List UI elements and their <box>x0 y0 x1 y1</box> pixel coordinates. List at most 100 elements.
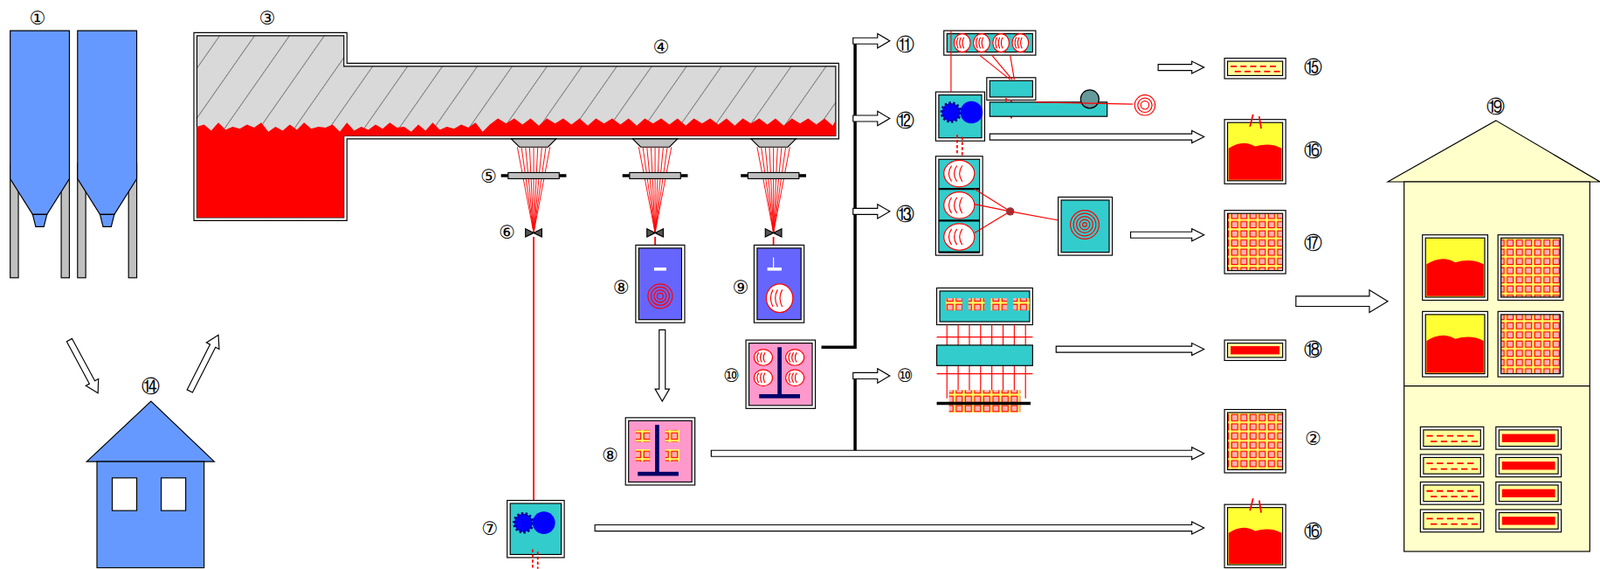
cake <box>953 34 971 53</box>
product-box <box>1422 234 1489 301</box>
flow-arrow <box>853 34 890 49</box>
flow-arrow <box>1158 61 1205 74</box>
strand-dash <box>1471 468 1478 470</box>
cake <box>786 369 805 387</box>
flow-arrow <box>183 331 225 395</box>
strand-dash <box>1456 489 1463 492</box>
callout-number: ③ <box>259 9 276 28</box>
fiber-filament <box>529 146 534 233</box>
chopped-strand <box>531 564 534 568</box>
strand-dash <box>1441 523 1448 525</box>
strand-dash <box>1426 434 1433 437</box>
product-box <box>1224 119 1286 185</box>
chopped-strand <box>537 556 539 560</box>
arrow-shape <box>1055 343 1204 356</box>
fiber-filament <box>642 146 656 233</box>
fiber-filament <box>761 146 774 233</box>
strand-dash <box>1254 70 1261 73</box>
strand <box>992 55 1013 80</box>
mesh-product <box>1501 237 1561 297</box>
product-box <box>1227 343 1283 358</box>
callout-number: ① <box>29 9 47 28</box>
strand-dash <box>1447 462 1454 464</box>
fiber-filament <box>525 146 534 233</box>
mat-bar <box>1502 461 1556 469</box>
roller-shaft <box>799 173 807 178</box>
window <box>112 477 138 511</box>
product-box <box>1496 426 1562 449</box>
fiber-filament <box>647 146 656 233</box>
cake-winding <box>954 228 958 245</box>
cake-winding <box>959 197 963 214</box>
fiber-filament <box>533 146 551 233</box>
callout-number: ⑪ <box>896 35 915 55</box>
arrow-shape <box>62 336 104 397</box>
spiral <box>1076 216 1094 234</box>
gathering-shoe <box>647 228 656 237</box>
product-box <box>1423 429 1481 447</box>
creel-box <box>944 30 1036 56</box>
product-box <box>1420 426 1483 449</box>
strand-dash <box>1230 65 1237 68</box>
strand-dash <box>1269 65 1276 68</box>
product-box <box>1420 481 1483 504</box>
machine-box <box>989 80 1033 97</box>
callout-number: ⑤ <box>480 167 497 187</box>
cake-winding <box>763 351 766 362</box>
machine-box <box>935 91 985 141</box>
tick <box>772 256 774 268</box>
cake <box>786 349 805 366</box>
chopped-strand <box>956 150 959 154</box>
falling-strand <box>1259 499 1262 512</box>
chopped-pile <box>1228 527 1283 564</box>
spiral <box>1137 97 1152 112</box>
gear <box>514 513 533 532</box>
strand-dash <box>1450 468 1457 470</box>
product-box <box>1497 234 1564 301</box>
package <box>1013 297 1030 311</box>
callout-number: ⑦ <box>481 519 498 538</box>
bushing <box>751 138 796 147</box>
flow-arrow <box>853 110 890 125</box>
product-box <box>1224 339 1286 360</box>
cake-winding <box>962 37 965 49</box>
callout-number: ⑰ <box>1303 234 1323 253</box>
building-roof <box>86 400 214 462</box>
chopped-strand <box>537 561 539 566</box>
chopped-strand <box>961 141 964 145</box>
cake-winding <box>948 228 952 245</box>
callout-number: ⑱ <box>1303 339 1323 359</box>
fiber-filament <box>517 146 534 233</box>
strand-dash <box>1456 434 1463 437</box>
spiral <box>1082 222 1088 228</box>
cake-winding <box>1014 37 1017 49</box>
chopped-strand <box>531 549 534 553</box>
winder-box <box>635 244 685 323</box>
fiber-filament <box>533 146 546 233</box>
arrow-shape <box>853 204 890 219</box>
mat-bar <box>1502 516 1556 525</box>
arrow-shape <box>853 368 890 383</box>
flow-arrow <box>594 521 1205 534</box>
strand-dash <box>1249 65 1256 68</box>
cake <box>765 283 793 313</box>
product-box <box>1425 237 1485 297</box>
product-box <box>1423 484 1481 502</box>
spiral <box>648 283 673 309</box>
roller <box>532 510 556 534</box>
callout-number: ⑧ <box>613 278 630 297</box>
dried-package <box>665 448 680 462</box>
mat-bar <box>1502 434 1556 442</box>
arrow-shape <box>1131 228 1205 242</box>
strand-dash <box>1260 65 1267 68</box>
strand-dash <box>1461 468 1468 470</box>
flow-arrow <box>710 447 1204 460</box>
chopped-strand <box>537 551 539 555</box>
strand-dash <box>1441 468 1448 470</box>
flow-arrow <box>853 368 890 383</box>
cake-winding <box>948 197 952 214</box>
roller <box>959 101 983 125</box>
strand <box>532 236 535 500</box>
chopped-strand <box>531 558 534 563</box>
